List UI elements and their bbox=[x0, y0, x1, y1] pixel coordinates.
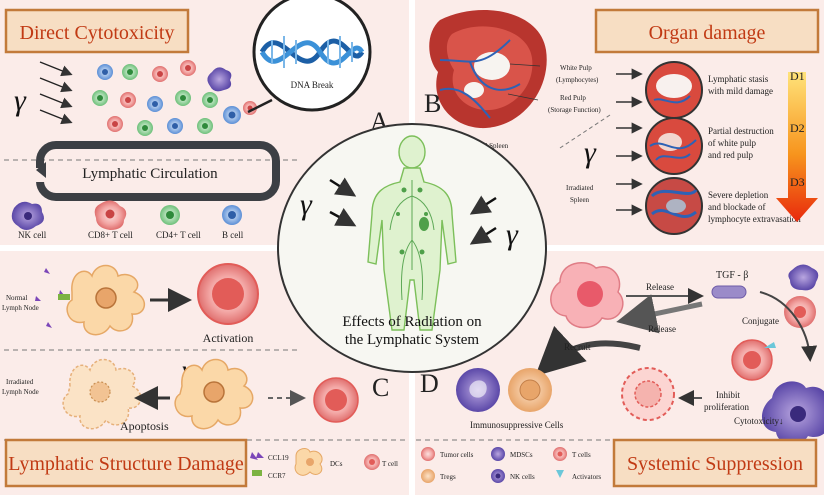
t-cell-middle bbox=[731, 339, 776, 381]
inhibit-label-2: proliferation bbox=[704, 402, 749, 412]
irradiated-lymph-node-label-1: Irradiated bbox=[6, 378, 34, 386]
center-title-line2: the Lymphatic System bbox=[345, 332, 479, 348]
panel-c-banner bbox=[4, 438, 248, 488]
apoptosis-label: Apoptosis bbox=[120, 419, 169, 433]
panel-b-letter: B bbox=[424, 89, 441, 118]
normal-lymph-node-label-1: Normal bbox=[6, 294, 27, 302]
legend-mdscs: MDSCs bbox=[510, 451, 533, 459]
activated-t-cell bbox=[197, 263, 259, 325]
stage-d3-line1: Severe depletion bbox=[708, 190, 769, 200]
legend-t-cells: T cells bbox=[572, 451, 591, 459]
panel-b: Organ damage White Pulp (Lymphocytes) Re… bbox=[424, 8, 820, 235]
irradiated-spleen-label-2: Spleen bbox=[570, 196, 590, 204]
gamma-symbol-b: γ bbox=[584, 136, 597, 169]
panel-a-banner bbox=[4, 8, 190, 54]
release-label-1: Release bbox=[646, 282, 674, 292]
stage-d3-circle bbox=[645, 177, 703, 235]
panel-a-title: Direct Cytotoxicity bbox=[20, 22, 175, 44]
center-title-line1: Effects of Radiation on bbox=[342, 314, 482, 330]
irradiated-spleen-label-1: Irradiated bbox=[566, 184, 594, 192]
suppressed-t-cell bbox=[621, 367, 675, 421]
center-circle: γ γ Effects of Radiation on the Lymphati… bbox=[277, 123, 547, 373]
panel-a: Direct Cytotoxicity γ bbox=[4, 0, 389, 240]
legend-dcs: DCs bbox=[330, 460, 343, 468]
dose-d3: D3 bbox=[790, 175, 805, 189]
legend-nk-cell: NK cell bbox=[18, 230, 47, 240]
white-pulp-sublabel: (Lymphocytes) bbox=[556, 76, 599, 84]
panel-c: Normal Lymph Node Activation γ Irradiate… bbox=[2, 263, 398, 488]
stage-d1-circle bbox=[645, 61, 703, 119]
legend-b-cell: B cell bbox=[222, 230, 244, 240]
panel-d-title: Systemic Suppression bbox=[627, 453, 803, 475]
stage-d2-circle bbox=[645, 117, 703, 175]
dose-d2: D2 bbox=[790, 121, 805, 135]
legend-cd4-t-cell: CD4+ T cell bbox=[156, 230, 201, 240]
red-pulp-sublabel: (Storage Function) bbox=[548, 106, 601, 114]
panel-a-cell-legend: NK cell CD8+ T cell CD4+ T cell B cell bbox=[11, 200, 244, 240]
tgf-beta-label: TGF - β bbox=[716, 270, 748, 281]
legend-activators: Activators bbox=[572, 473, 601, 481]
activation-label: Activation bbox=[203, 331, 254, 345]
red-pulp-label: Red Pulp bbox=[560, 94, 586, 102]
stage-d2-line2: of white pulp bbox=[708, 138, 756, 148]
apoptotic-dendritic-cell bbox=[62, 358, 142, 430]
gamma-symbol-a: γ bbox=[14, 84, 27, 117]
inhibit-label-1: Inhibit bbox=[716, 390, 740, 400]
legend-tumor-cells: Tumor cells bbox=[440, 451, 474, 459]
immunosuppressive-cells-label: Immunosuppressive Cells bbox=[470, 420, 564, 430]
stage-d3-line3: lymphocyte extravasation bbox=[708, 214, 801, 224]
gamma-symbol-center-left: γ bbox=[300, 188, 313, 221]
cytotoxicity-label: Cytotoxicity↓ bbox=[734, 416, 784, 426]
inactive-t-cell bbox=[313, 377, 359, 423]
panel-c-legend: CCL19 CCR7 DCs T cell bbox=[250, 448, 398, 480]
irradiated-lymph-node-label-2: Lymph Node bbox=[2, 388, 39, 396]
panel-b-title: Organ damage bbox=[649, 22, 766, 44]
dose-gradient-arrow bbox=[776, 72, 818, 222]
legend-tregs: Tregs bbox=[440, 473, 456, 481]
legend-ccr7: CCR7 bbox=[268, 472, 286, 480]
conjugate-label: Conjugate bbox=[742, 316, 779, 326]
panel-d-letter: D bbox=[420, 369, 439, 398]
cell-cluster-a bbox=[92, 60, 257, 136]
normal-spleen-illustration bbox=[429, 10, 547, 129]
panel-c-title: Lymphatic Structure Damage bbox=[8, 453, 244, 475]
panel-d-legend: Tumor cells MDSCs T cells Tregs NK cells… bbox=[421, 447, 601, 483]
panel-c-letter: C bbox=[372, 373, 389, 402]
panel-b-banner bbox=[594, 8, 820, 54]
t-cell-top-right bbox=[784, 264, 819, 328]
immunosuppressive-cells bbox=[456, 368, 552, 412]
nk-cell-bottom-right bbox=[762, 381, 824, 445]
stage-d2-line3: and red pulp bbox=[708, 150, 753, 160]
stage-d1-line2: with mild damage bbox=[708, 86, 773, 96]
panel-d-banner bbox=[612, 438, 818, 488]
legend-ccl19: CCL19 bbox=[268, 454, 289, 462]
irradiated-dendritic-cell bbox=[174, 358, 254, 430]
white-pulp-label: White Pulp bbox=[560, 64, 592, 72]
normal-lymph-node-label-2: Lymph Node bbox=[2, 304, 39, 312]
release-label-2: Release bbox=[648, 324, 676, 334]
legend-cd8-t-cell: CD8+ T cell bbox=[88, 230, 133, 240]
dna-break-bubble: DNA Break bbox=[247, 0, 372, 114]
normal-dendritic-cell bbox=[58, 264, 145, 336]
lymphatic-circulation-label: Lymphatic Circulation bbox=[82, 166, 218, 182]
gamma-symbol-center-right: γ bbox=[506, 218, 519, 251]
stage-d1-line1: Lymphatic stasis bbox=[708, 74, 769, 84]
dna-break-label: DNA Break bbox=[291, 80, 334, 90]
tgf-beta-molecule bbox=[711, 285, 747, 299]
recruit-label: Recruit bbox=[564, 342, 591, 352]
stage-d3-line2: and blockade of bbox=[708, 202, 765, 212]
legend-t-cell: T cell bbox=[382, 460, 398, 468]
stage-d2-line1: Partial destruction bbox=[708, 126, 774, 136]
panel-d: Release TGF - β Release Recruit Conjugat… bbox=[420, 262, 824, 488]
legend-nk-cells: NK cells bbox=[510, 473, 535, 481]
dose-d1: D1 bbox=[790, 69, 805, 83]
